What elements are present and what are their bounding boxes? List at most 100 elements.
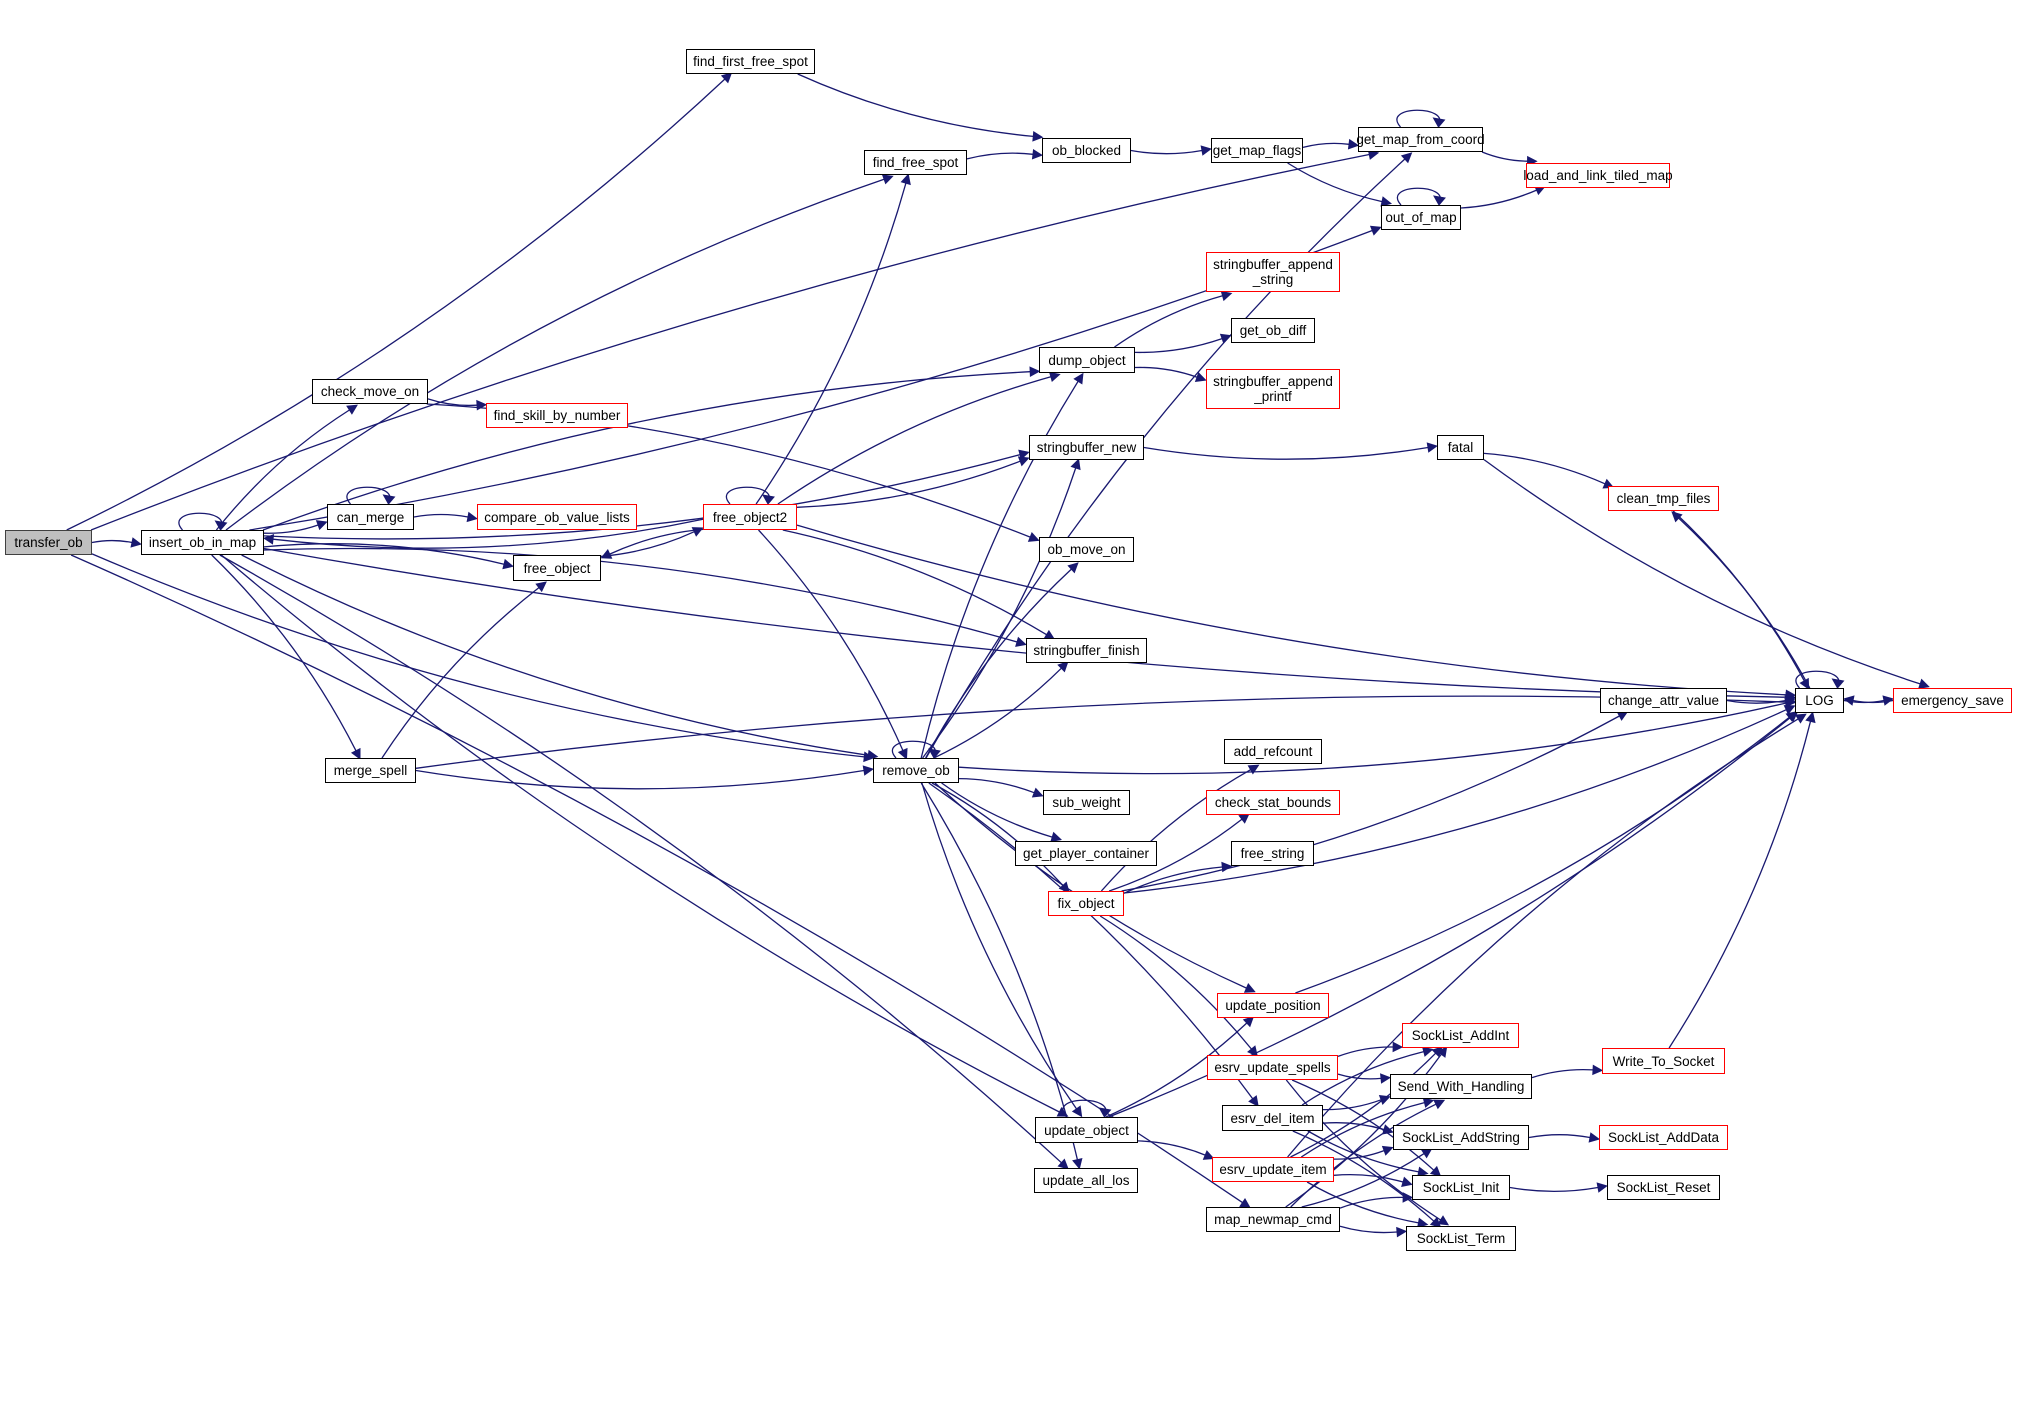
edge-esrv-update-spells-to-send-with-handling-arrowhead — [1380, 1073, 1392, 1084]
node-can-merge[interactable]: can_merge — [327, 504, 414, 530]
edge-log-to-clean-tmp-files — [1678, 517, 1811, 689]
node-check-stat-bounds[interactable]: check_stat_bounds — [1206, 790, 1340, 815]
edge-find-first-free-spot-to-ob-blocked-arrowhead — [1032, 131, 1044, 142]
edge-socklist-init-to-socklist-reset-arrowhead — [1596, 1182, 1609, 1193]
edge-get-map-flags-to-get-map-from-coord — [1302, 142, 1350, 149]
edge-free-object2-to-remove-ob — [758, 529, 904, 751]
edge-transfer-ob-to-remove-ob — [91, 553, 865, 758]
node-socklist-addstring[interactable]: SockList_AddString — [1393, 1125, 1529, 1150]
node-esrv-update-spells[interactable]: esrv_update_spells — [1207, 1055, 1338, 1080]
edge-esrv-update-item-to-socklist-addstring — [1333, 1149, 1385, 1160]
edge-insert-ob-in-map-to-can-merge-arrowhead — [315, 520, 328, 531]
node-stringbuffer-append-string[interactable]: stringbuffer_append _string — [1206, 252, 1340, 292]
edge-remove-ob-to-update-object-arrowhead — [1071, 1105, 1083, 1118]
node-stringbuffer-finish[interactable]: stringbuffer_finish — [1026, 638, 1147, 663]
node-compare-ob-value-lists[interactable]: compare_ob_value_lists — [477, 504, 637, 530]
edge-esrv-del-item-to-socklist-term — [1292, 1130, 1435, 1222]
edge-esrv-del-item-to-socklist-init-arrowhead — [1417, 1166, 1429, 1178]
node-socklist-adddata[interactable]: SockList_AddData — [1599, 1125, 1728, 1150]
node-get-map-flags[interactable]: get_map_flags — [1211, 138, 1303, 163]
edge-fatal-to-clean-tmp-files — [1483, 452, 1606, 485]
node-send-with-handling[interactable]: Send_With_Handling — [1390, 1074, 1532, 1099]
edge-insert-ob-in-map-to-free-object — [263, 543, 505, 565]
node-dump-object[interactable]: dump_object — [1039, 347, 1135, 373]
edge-fix-object-to-check-stat-bounds-arrowhead — [1238, 813, 1250, 824]
node-find-first-free-spot[interactable]: find_first_free_spot — [686, 49, 815, 74]
node-find-skill-by-number[interactable]: find_skill_by_number — [486, 403, 628, 428]
node-update-object[interactable]: update_object — [1035, 1117, 1138, 1143]
edge-insert-ob-in-map-to-dump-object — [262, 371, 1031, 531]
node-stringbuffer-append-printf[interactable]: stringbuffer_append _printf — [1206, 369, 1340, 409]
edge-write-to-socket-to-log-arrowhead — [1805, 711, 1816, 724]
edge-fatal-to-emergency-save-arrowhead — [1918, 678, 1930, 689]
edge-free-object2-to-stringbuffer-finish — [782, 529, 1047, 636]
edge-update-position-to-log — [1295, 716, 1790, 994]
node-socklist-term[interactable]: SockList_Term — [1406, 1226, 1516, 1251]
node-map-newmap-cmd[interactable]: map_newmap_cmd — [1206, 1207, 1340, 1232]
node-get-map-from-coord[interactable]: get_map_from_coord — [1356, 127, 1485, 152]
node-get-ob-diff[interactable]: get_ob_diff — [1231, 318, 1315, 343]
edge-update-object-to-update-object-arrowhead — [1098, 1107, 1112, 1118]
edge-esrv-update-spells-to-socklist-addint-arrowhead — [1392, 1041, 1404, 1053]
node-fatal[interactable]: fatal — [1437, 435, 1484, 460]
edge-can-merge-to-compare-ob-value-lists-arrowhead — [466, 511, 478, 523]
node-merge-spell[interactable]: merge_spell — [325, 758, 416, 783]
node-change-attr-value[interactable]: change_attr_value — [1600, 688, 1727, 713]
edge-free-object2-to-free-object2-arrowhead — [762, 494, 775, 505]
edge-transfer-ob-to-insert-ob-in-map-arrowhead — [130, 537, 142, 548]
edge-insert-ob-in-map-to-stringbuffer-new — [263, 453, 1021, 540]
edge-fix-object-to-esrv-update-spells — [1099, 915, 1253, 1050]
node-socklist-addint[interactable]: SockList_AddInt — [1402, 1023, 1519, 1048]
node-load-and-link-tiled-map[interactable]: load_and_link_tiled_map — [1523, 163, 1673, 188]
node-update-position[interactable]: update_position — [1217, 993, 1329, 1018]
node-remove-ob[interactable]: remove_ob — [873, 758, 959, 783]
node-add-refcount[interactable]: add_refcount — [1224, 739, 1322, 764]
node-free-object2[interactable]: free_object2 — [703, 504, 797, 530]
edge-fix-object-to-free-string-arrowhead — [1221, 861, 1233, 873]
edge-can-merge-to-compare-ob-value-lists — [413, 513, 469, 518]
edge-out-of-map-to-load-and-link-tiled-map — [1460, 189, 1537, 209]
node-emergency-save[interactable]: emergency_save — [1893, 688, 2012, 713]
edge-free-object2-to-insert-ob-in-map — [272, 518, 704, 549]
edge-find-free-spot-to-ob-blocked — [966, 152, 1034, 160]
node-write-to-socket[interactable]: Write_To_Socket — [1602, 1048, 1725, 1074]
edge-remove-ob-to-update-all-los-arrowhead — [1072, 1158, 1083, 1170]
edge-esrv-update-item-to-socklist-term — [1306, 1181, 1419, 1224]
edge-merge-spell-to-remove-ob — [415, 769, 865, 790]
node-free-string[interactable]: free_string — [1231, 841, 1314, 866]
node-stringbuffer-new[interactable]: stringbuffer_new — [1029, 435, 1144, 460]
edge-remove-ob-to-dump-object-arrowhead — [1073, 372, 1084, 385]
node-ob-blocked[interactable]: ob_blocked — [1042, 138, 1131, 163]
edge-merge-spell-to-free-object-arrowhead — [535, 581, 547, 593]
node-get-player-container[interactable]: get_player_container — [1015, 841, 1157, 866]
node-check-move-on[interactable]: check_move_on — [312, 379, 428, 404]
node-find-free-spot[interactable]: find_free_spot — [864, 150, 967, 175]
node-esrv-update-item[interactable]: esrv_update_item — [1212, 1157, 1334, 1182]
edge-socklist-init-to-socklist-reset — [1509, 1186, 1599, 1193]
edge-insert-ob-in-map-to-update-object — [220, 554, 1060, 1113]
edge-insert-ob-in-map-to-free-object-arrowhead — [502, 558, 514, 570]
node-ob-move-on[interactable]: ob_move_on — [1039, 537, 1134, 562]
edge-remove-ob-to-stringbuffer-finish-arrowhead — [1057, 661, 1069, 673]
node-log[interactable]: LOG — [1795, 688, 1844, 713]
node-update-all-los[interactable]: update_all_los — [1034, 1168, 1138, 1193]
node-esrv-del-item[interactable]: esrv_del_item — [1222, 1105, 1323, 1131]
edge-fatal-to-emergency-save — [1483, 459, 1921, 685]
node-sub-weight[interactable]: sub_weight — [1043, 790, 1130, 815]
edge-merge-spell-to-remove-ob-arrowhead — [862, 765, 875, 776]
node-clean-tmp-files[interactable]: clean_tmp_files — [1608, 486, 1719, 511]
node-free-object[interactable]: free_object — [513, 555, 601, 581]
edge-log-to-clean-tmp-files-arrowhead — [1671, 511, 1683, 523]
node-insert-ob-in-map[interactable]: insert_ob_in_map — [141, 530, 264, 555]
edge-fix-object-to-change-attr-value — [1121, 715, 1620, 892]
node-out-of-map[interactable]: out_of_map — [1381, 205, 1461, 230]
edge-update-object-to-esrv-update-item — [1137, 1140, 1206, 1156]
edge-map-newmap-cmd-to-socklist-term-arrowhead — [1396, 1226, 1408, 1238]
edge-insert-ob-in-map-to-merge-spell — [211, 554, 357, 752]
edge-free-object2-to-log — [796, 524, 1787, 696]
node-fix-object[interactable]: fix_object — [1048, 891, 1124, 916]
edge-transfer-ob-to-get-map-from-coord — [90, 153, 1370, 531]
node-socklist-reset[interactable]: SockList_Reset — [1607, 1175, 1720, 1200]
node-socklist-init[interactable]: SockList_Init — [1412, 1175, 1510, 1200]
edge-dump-object-to-stringbuffer-append-string — [1114, 295, 1223, 348]
